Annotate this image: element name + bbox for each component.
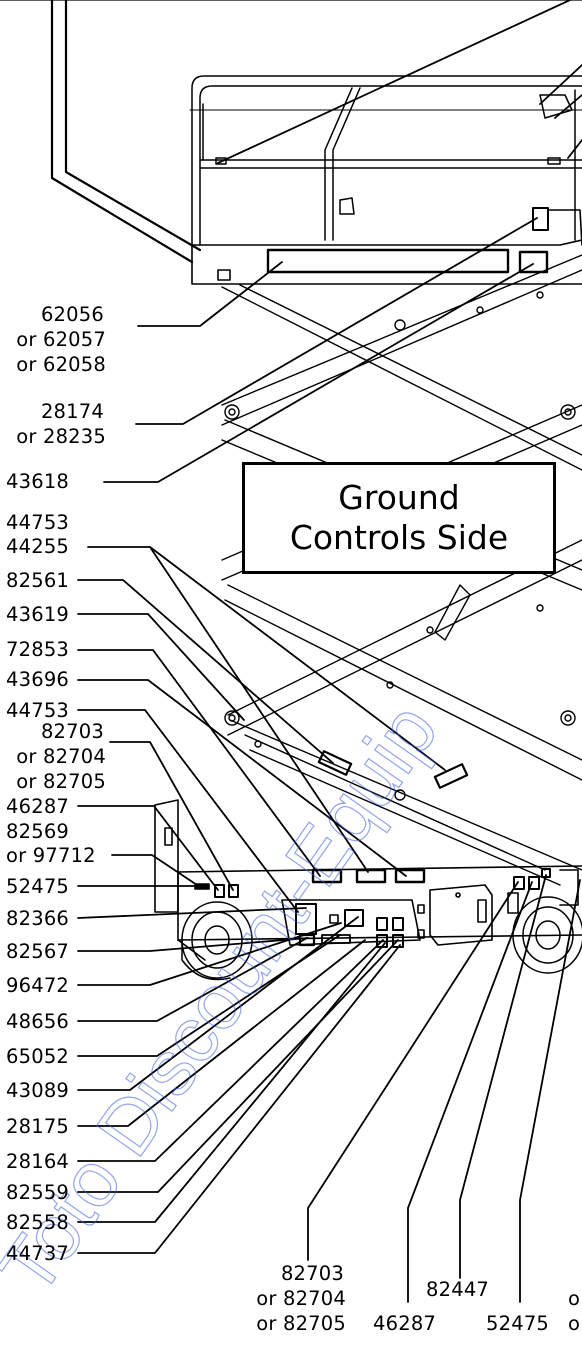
label-bottom-o-1: o — [568, 1287, 581, 1310]
label-62058: or 62058 — [16, 353, 106, 376]
callout-lines — [77, 0, 582, 1303]
label-96472: 96472 — [6, 974, 70, 997]
label-48656: 48656 — [6, 1010, 70, 1033]
title-line-2: Controls Side — [289, 518, 509, 557]
label-bottom-82447: 82447 — [426, 1278, 490, 1301]
label-bottom-82703: 82703 — [280, 1262, 344, 1285]
label-bottom-82705: or 82705 — [256, 1312, 346, 1335]
label-82558: 82558 — [6, 1211, 70, 1234]
top-routing-lines — [0, 0, 582, 264]
label-44753-a: 44753 — [6, 511, 70, 534]
label-82559: 82559 — [6, 1181, 70, 1204]
label-43618: 43618 — [6, 470, 70, 493]
wheels — [181, 896, 582, 981]
label-46287: 46287 — [6, 795, 70, 818]
label-28235: or 28235 — [16, 425, 106, 448]
label-bottom-o-2: o — [568, 1312, 581, 1335]
label-28164: 28164 — [6, 1150, 70, 1173]
label-bottom-52475: 52475 — [486, 1312, 550, 1335]
label-44753-b: 44753 — [6, 699, 70, 722]
label-82705: or 82705 — [16, 770, 106, 793]
label-bottom-46287: 46287 — [373, 1312, 437, 1335]
label-65052: 65052 — [6, 1045, 70, 1068]
platform-deck — [191, 207, 582, 285]
label-82704: or 82704 — [16, 745, 106, 768]
label-43619: 43619 — [6, 603, 70, 626]
label-44255: 44255 — [6, 535, 70, 558]
title-line-1: Ground — [338, 478, 460, 517]
label-97712: or 97712 — [6, 844, 96, 867]
label-72853: 72853 — [6, 638, 70, 661]
label-82703: 82703 — [40, 720, 104, 743]
label-44737: 44737 — [6, 1242, 70, 1265]
label-bottom-82704: or 82704 — [256, 1287, 346, 1310]
chassis — [154, 799, 582, 961]
label-82567: 82567 — [6, 940, 70, 963]
label-82366: 82366 — [6, 907, 70, 930]
title-box: Ground Controls Side — [242, 462, 556, 574]
label-43696: 43696 — [6, 668, 70, 691]
label-52475: 52475 — [6, 875, 70, 898]
label-43089: 43089 — [6, 1079, 70, 1102]
label-28175: 28175 — [6, 1115, 70, 1138]
label-62056: 62056 — [40, 303, 104, 326]
platform-rails — [189, 75, 582, 246]
label-28174: 28174 — [40, 400, 104, 423]
label-82561: 82561 — [6, 569, 70, 592]
label-82569: 82569 — [6, 820, 70, 843]
label-62057: or 62057 — [16, 328, 106, 351]
